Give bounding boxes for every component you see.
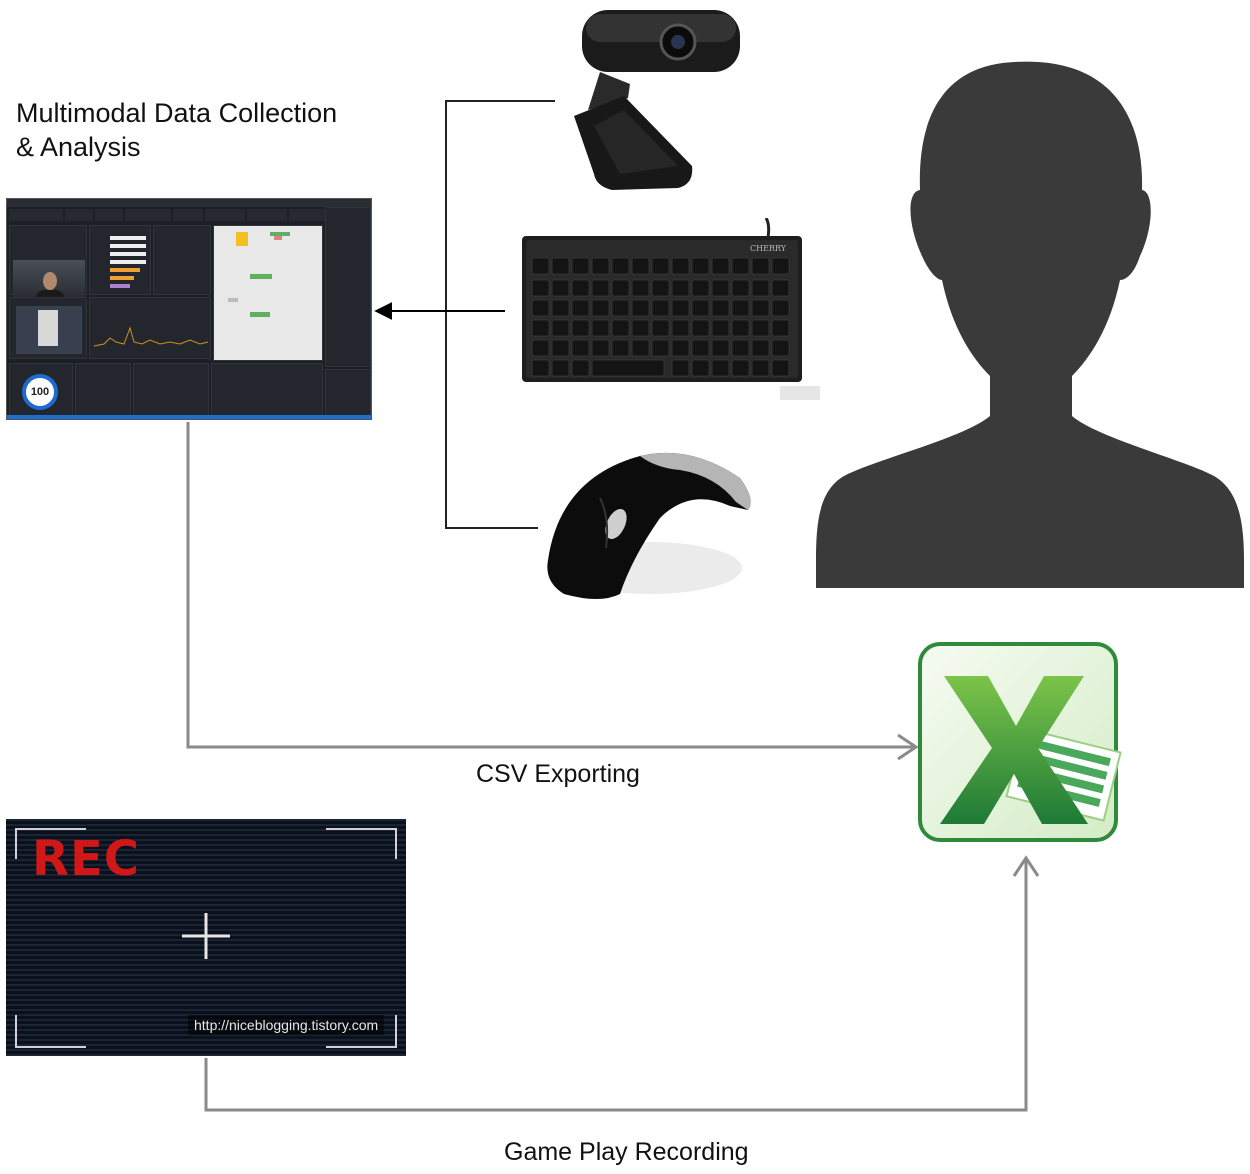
emotion-panel (89, 225, 151, 295)
dashboard-statusbar (7, 415, 371, 419)
action-grid (213, 225, 323, 361)
dashboard-header-cell (247, 209, 287, 221)
dashboard-header-cell (289, 209, 325, 221)
excel-icon (918, 642, 1122, 842)
dashboard-header-cell (65, 209, 93, 221)
game-recording-screen: REC http://niceblogging.tistory.com (6, 819, 406, 1056)
dashboard-header-cell (95, 209, 123, 221)
concentration-gauge: 100 (22, 374, 58, 410)
screen-panel (9, 297, 87, 359)
keyboard-brand: CHERRY (750, 244, 787, 253)
dashboard-titlebar (7, 199, 371, 207)
eye-panel (153, 225, 211, 295)
csv-exporting-label: CSV Exporting (476, 760, 640, 788)
dashboard-header-cell (9, 209, 63, 221)
recording-line (204, 860, 1028, 1112)
dashboard-header-cell (173, 209, 203, 221)
mouse-icon (547, 452, 751, 599)
rec-frame (15, 828, 397, 1048)
concentration-panel: 100 (9, 363, 73, 417)
signal-chart (93, 326, 209, 347)
dashboard-header-cell (125, 209, 171, 221)
signal-panel (89, 297, 211, 359)
csv-arrow-head (897, 733, 919, 761)
person-silhouette-icon (816, 61, 1244, 589)
rec-label: REC (32, 831, 140, 887)
rec-url: http://niceblogging.tistory.com (188, 1015, 385, 1035)
webcam-panel (9, 225, 87, 316)
mouse-info-panel (133, 363, 209, 417)
game-play-recording-label: Game Play Recording (504, 1138, 749, 1166)
recording-arrow-head (1012, 855, 1040, 877)
device-panel (325, 207, 371, 367)
keyboard-icon: CHERRY (522, 218, 820, 400)
buttons-panel (325, 369, 371, 417)
webcam-icon (574, 10, 740, 190)
diagram-title: Multimodal Data Collection & Analysis (16, 98, 338, 162)
keyboard-frequency-panel (211, 363, 323, 417)
mouse-distance-panel (75, 363, 131, 417)
device-bracket-line (445, 100, 555, 529)
analysis-dashboard: 100 (6, 198, 372, 420)
dashboard-header-cell (205, 209, 245, 221)
csv-export-line (186, 422, 913, 749)
